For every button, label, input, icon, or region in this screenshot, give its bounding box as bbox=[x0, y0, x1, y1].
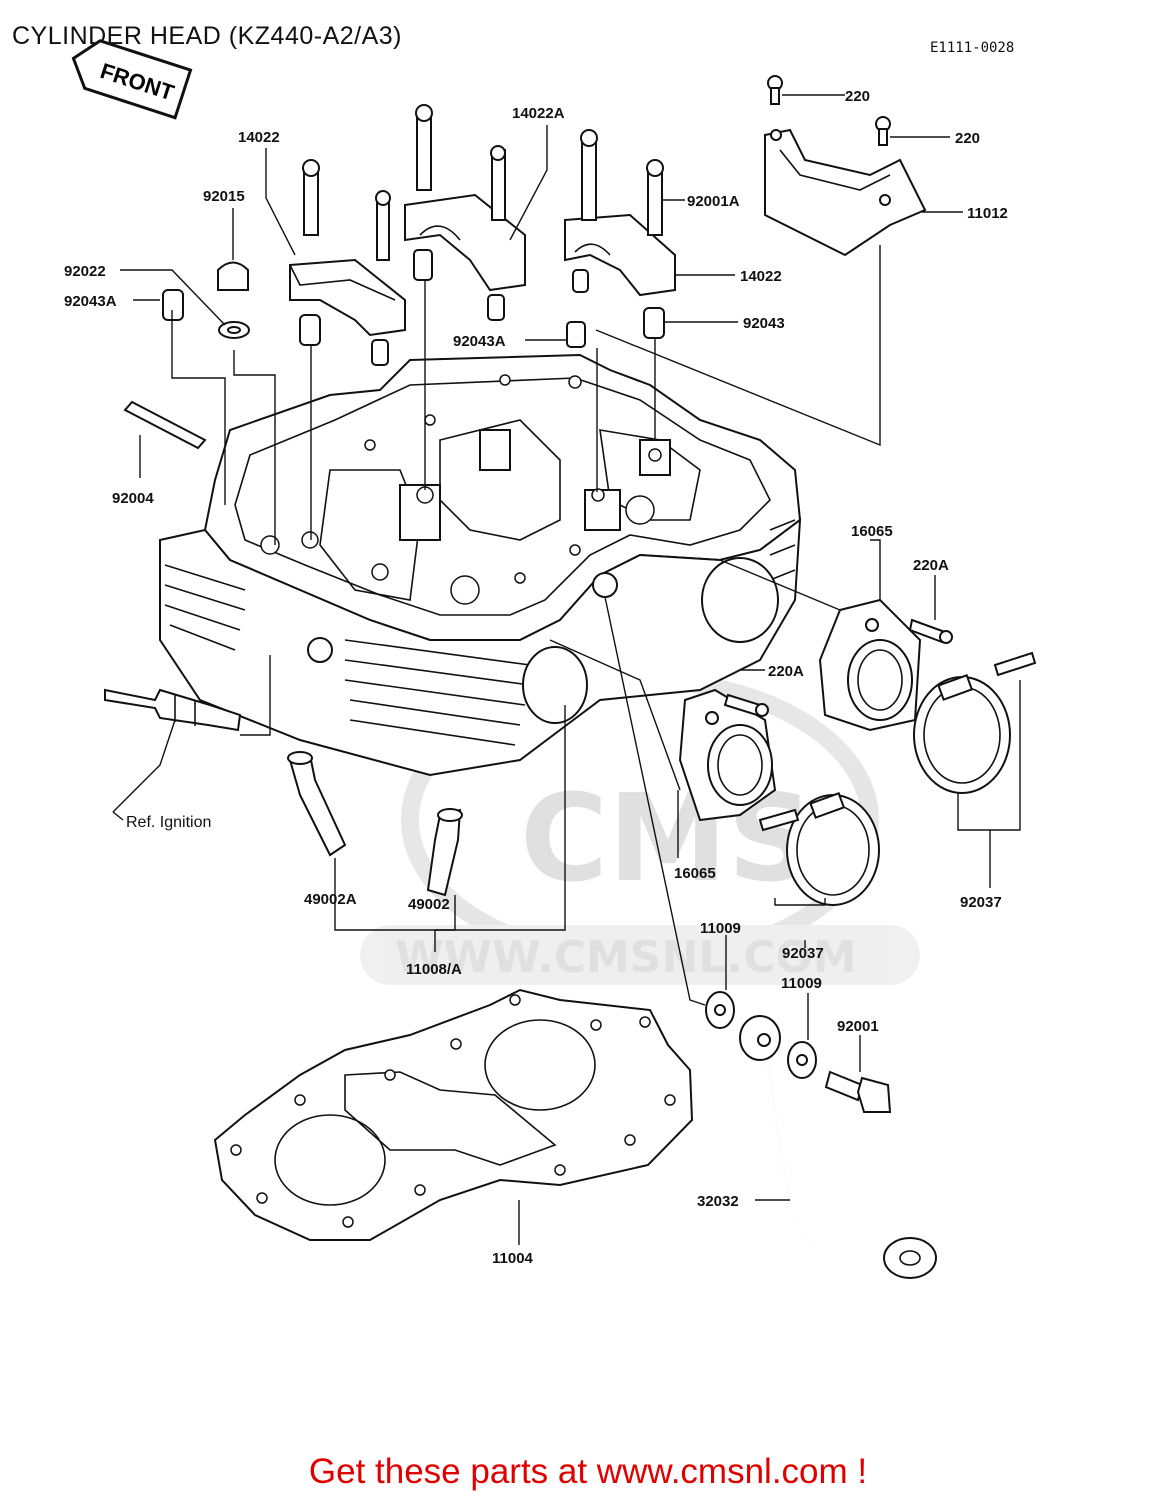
callout-11012: 11012 bbox=[967, 205, 1008, 222]
cam-cap-bolts bbox=[302, 104, 664, 261]
diagram-title: CYLINDER HEAD (KZ440-A2/A3) bbox=[12, 22, 403, 50]
callout-92015: 92015 bbox=[203, 188, 245, 205]
front-arrow-icon: FRONT bbox=[71, 39, 193, 120]
callout-49002A: 49002A bbox=[304, 891, 357, 908]
callout-92037-mid: 92037 bbox=[782, 945, 824, 962]
acorn-nut-92015 bbox=[217, 261, 249, 291]
screws-220A bbox=[723, 618, 1037, 832]
camshaft-cap-left bbox=[289, 258, 406, 337]
callout-92022: 92022 bbox=[64, 263, 106, 280]
intake-holder-16065-right bbox=[818, 598, 922, 732]
diagram-code: E1111-0028 bbox=[930, 40, 1015, 56]
callout-49002: 49002 bbox=[408, 896, 450, 913]
callout-92001A: 92001A bbox=[687, 193, 740, 210]
leader-lines bbox=[112, 94, 1021, 1245]
washer-92022 bbox=[218, 321, 250, 339]
cover-11012 bbox=[764, 128, 927, 257]
callout-11009-mid: 11009 bbox=[781, 975, 822, 992]
clamp-92037-mid bbox=[786, 792, 880, 906]
callout-220-mid: 220 bbox=[955, 130, 980, 147]
callout-14022-left: 14022 bbox=[238, 129, 280, 146]
callout-220A-mid: 220A bbox=[768, 663, 804, 680]
callout-16065-right: 16065 bbox=[851, 523, 893, 540]
spark-plug bbox=[104, 688, 242, 732]
washers-11009 bbox=[705, 991, 817, 1079]
cylinder-head bbox=[159, 353, 802, 777]
footer-link[interactable]: Get these parts at www.cmsnl.com ! bbox=[308, 1452, 868, 1491]
callout-92043A-mid: 92043A bbox=[453, 333, 506, 350]
callout-16065-mid: 16065 bbox=[674, 865, 716, 882]
callout-220A-right: 220A bbox=[913, 557, 949, 574]
ref-ignition-label: Ref. Ignition bbox=[126, 814, 211, 831]
banjo-bolt-92001 bbox=[824, 1070, 892, 1113]
clamp-92037-right bbox=[913, 674, 1011, 794]
valve-guide-49002 bbox=[426, 808, 463, 897]
callout-14022A: 14022A bbox=[512, 105, 565, 122]
callout-11004: 11004 bbox=[492, 1250, 534, 1267]
callout-14022-right: 14022 bbox=[740, 268, 782, 285]
callout-92043A-left: 92043A bbox=[64, 293, 117, 310]
callout-32032: 32032 bbox=[697, 1193, 739, 1210]
callout-220-top: 220 bbox=[845, 88, 870, 105]
exploded-parts-diagram: CMS WWW.CMSNL.COM FRONT bbox=[64, 39, 1037, 1279]
callouts: 220 220 11012 14022 14022A 92015 92001A … bbox=[64, 88, 1008, 1267]
oil-pipe-32032 bbox=[739, 1015, 937, 1279]
callout-11008A: 11008/A bbox=[406, 961, 462, 978]
intake-holder-16065-mid bbox=[678, 688, 777, 822]
stud-92004 bbox=[123, 400, 207, 450]
callout-11009-top: 11009 bbox=[700, 920, 741, 937]
screws-220 bbox=[767, 75, 891, 146]
callout-92004: 92004 bbox=[112, 490, 154, 507]
callout-92001: 92001 bbox=[837, 1018, 879, 1035]
head-gasket-11004 bbox=[213, 988, 694, 1241]
callout-92043: 92043 bbox=[743, 315, 785, 332]
dowel-pins bbox=[162, 249, 665, 366]
valve-guide-49002A bbox=[287, 751, 347, 857]
watermark-url: WWW.CMSNL.COM bbox=[395, 932, 857, 983]
callout-92037-right: 92037 bbox=[960, 894, 1002, 911]
